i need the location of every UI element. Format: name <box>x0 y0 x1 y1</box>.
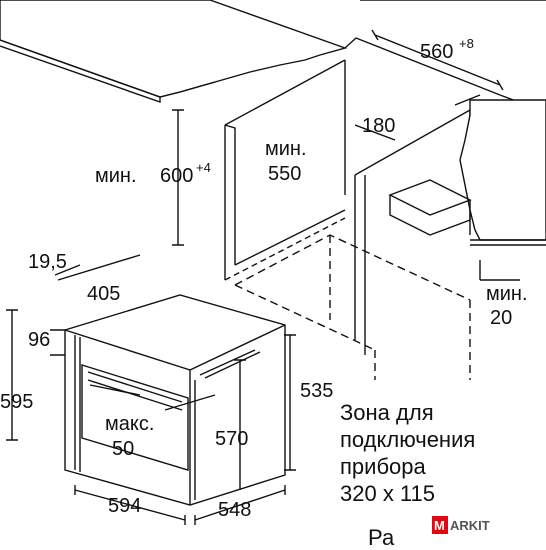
body-depth-label: 535 <box>300 380 333 402</box>
logo-mark-bg <box>432 516 448 534</box>
panel-height-label: 96 <box>28 329 50 351</box>
min-gap-value: 20 <box>490 307 512 329</box>
front-offset-label: 19,5 <box>28 251 67 273</box>
body-width-label: 548 <box>218 499 251 521</box>
dimension-lines <box>6 29 520 525</box>
connection-box <box>388 179 472 236</box>
footer-text: Ра <box>368 525 395 550</box>
logo-text: ARKIT <box>450 518 490 533</box>
max-value: 50 <box>112 438 134 460</box>
dimension-labels: 560 +8 мин. 600 +4 мин. 550 180 мин. 20 … <box>0 36 528 521</box>
connection-zone-line3: прибора <box>340 454 427 479</box>
logo-mark: M <box>434 518 445 533</box>
cabinet-niche <box>224 59 346 280</box>
oven-outline <box>64 294 286 506</box>
connection-zone-line4: 320 x 115 <box>340 481 435 506</box>
oven-height-label: 595 <box>0 391 33 413</box>
markit-logo: M ARKIT <box>432 516 490 534</box>
min-gap-prefix: мин. <box>486 283 528 305</box>
min-depth-prefix: мин. <box>265 138 307 160</box>
connection-zone-line1: Зона для <box>340 400 434 425</box>
max-prefix: макс. <box>105 413 154 435</box>
wall-break <box>459 99 546 241</box>
frame-depth-label: 405 <box>87 283 120 305</box>
min-height-prefix: мин. <box>95 165 137 187</box>
min-depth-value: 550 <box>268 163 301 185</box>
min-height-value: 600 <box>160 165 193 187</box>
countertop <box>0 0 348 98</box>
cabinet-width-tol: +8 <box>459 36 474 51</box>
min-height-tol: +4 <box>196 160 211 175</box>
vent-depth-label: 180 <box>362 115 395 137</box>
oven-width-label: 594 <box>108 495 141 517</box>
connection-zone-line2: подключения <box>340 427 475 452</box>
cabinet-width-label: 560 <box>420 41 453 63</box>
body-height-label: 570 <box>215 428 248 450</box>
connection-zone-note: Зона для подключения прибора 320 x 115 <box>340 400 475 506</box>
